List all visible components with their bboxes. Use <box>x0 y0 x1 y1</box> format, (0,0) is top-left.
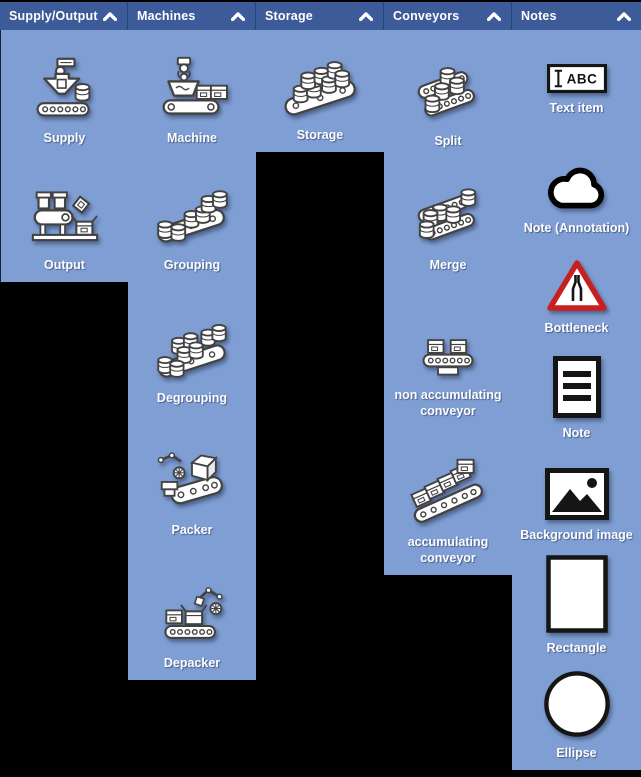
merge-icon <box>409 182 487 250</box>
palette-item-storage[interactable]: Storage <box>256 30 384 152</box>
storage-icon <box>279 52 361 120</box>
note-icon <box>552 355 601 418</box>
abc-text: ABC <box>566 71 597 86</box>
machine-icon <box>154 55 230 123</box>
palette-item-label: Storage <box>296 127 344 142</box>
palette-item-bottleneck[interactable]: Bottleneck <box>512 245 641 345</box>
section-header-notes[interactable]: Notes <box>512 2 641 30</box>
text-item-icon: ABC <box>546 63 607 93</box>
palette-item-label: Output <box>44 257 85 272</box>
supply-icon <box>27 55 103 123</box>
split-icon <box>409 58 487 126</box>
palette-column-conveyors: Conveyors Split <box>384 2 512 777</box>
section-header-supply-output[interactable]: Supply/Output <box>0 2 128 30</box>
chevron-up-icon[interactable] <box>103 11 117 21</box>
palette-item-label: Supply <box>43 130 86 145</box>
palette-item-label: Background image <box>520 527 633 542</box>
rectangle-icon <box>545 555 608 633</box>
palette-item-label: Degrouping <box>156 390 228 405</box>
palette-item-ellipse[interactable]: Ellipse <box>512 665 641 770</box>
section-title: Storage <box>265 9 313 23</box>
palette-item-accumulating-conveyor[interactable]: accumulating conveyor <box>384 428 512 575</box>
palette-item-text-item[interactable]: ABC Text item <box>512 30 641 125</box>
ellipse-icon <box>543 670 611 738</box>
palette-item-split[interactable]: Split <box>384 30 512 158</box>
palette-item-supply[interactable]: Supply <box>1 30 128 155</box>
packer-icon <box>153 449 231 515</box>
palette-item-label: Rectangle <box>546 640 607 655</box>
section-panel: ABC Text item Note (Annotation) <box>512 30 641 770</box>
section-panel: Storage <box>256 30 384 152</box>
palette-item-label: Packer <box>171 522 213 537</box>
palette-item-note-annotation[interactable]: Note (Annotation) <box>512 125 641 245</box>
section-title: Conveyors <box>393 9 460 23</box>
section-title: Machines <box>137 9 196 23</box>
palette-item-label: Merge <box>429 257 467 272</box>
grouping-icon <box>153 182 231 250</box>
palette-item-label: Split <box>434 133 462 148</box>
palette-column-machines: Machines <box>128 2 256 777</box>
palette-item-background-image[interactable]: Background image <box>512 450 641 552</box>
palette-item-grouping[interactable]: Grouping <box>128 155 256 282</box>
palette-item-label: non accumulating conveyor <box>394 387 502 418</box>
chevron-up-icon[interactable] <box>617 11 631 21</box>
palette-item-label: Note (Annotation) <box>523 220 630 235</box>
palette-item-output[interactable]: Output <box>1 155 128 282</box>
palette-item-label: Depacker <box>163 655 221 670</box>
depacker-icon <box>154 582 230 648</box>
note-annotation-icon <box>544 159 610 213</box>
palette-item-label: accumulating conveyor <box>407 534 489 565</box>
chevron-up-icon[interactable] <box>359 11 373 21</box>
palette-item-non-accumulating-conveyor[interactable]: non accumulating conveyor <box>384 282 512 428</box>
palette-item-label: Ellipse <box>556 745 597 760</box>
section-title: Notes <box>521 9 557 23</box>
section-header-storage[interactable]: Storage <box>256 2 384 30</box>
section-panel: Split Merge <box>384 30 512 575</box>
palette-item-label: Note <box>562 425 591 440</box>
palette-item-machine[interactable]: Machine <box>128 30 256 155</box>
output-icon <box>27 182 103 250</box>
section-header-conveyors[interactable]: Conveyors <box>384 2 512 30</box>
palette-item-degrouping[interactable]: Degrouping <box>128 282 256 415</box>
chevron-up-icon[interactable] <box>487 11 501 21</box>
palette-column-notes: Notes ABC Text item <box>512 2 641 777</box>
accumulating-conveyor-icon <box>409 455 487 527</box>
palette-column-supply-output: Supply/Output Supply <box>0 2 128 777</box>
palette-item-rectangle[interactable]: Rectangle <box>512 552 641 665</box>
non-accumulating-conveyor-icon <box>410 322 486 380</box>
palette-item-label: Machine <box>166 130 217 145</box>
palette-column-storage: Storage <box>256 2 384 777</box>
palette-item-label: Text item <box>549 100 604 115</box>
section-header-machines[interactable]: Machines <box>128 2 256 30</box>
palette-item-merge[interactable]: Merge <box>384 158 512 282</box>
degrouping-icon <box>151 317 233 383</box>
palette-item-label: Bottleneck <box>544 320 609 335</box>
palette-item-packer[interactable]: Packer <box>128 415 256 547</box>
chevron-up-icon[interactable] <box>231 11 245 21</box>
background-image-icon <box>544 467 609 520</box>
palette-item-note[interactable]: Note <box>512 345 641 450</box>
bottleneck-icon <box>546 259 607 313</box>
section-panel: Machine <box>128 30 256 680</box>
palette-item-label: Grouping <box>163 257 221 272</box>
palette-item-depacker[interactable]: Depacker <box>128 547 256 680</box>
section-panel: Supply <box>0 30 128 282</box>
section-title: Supply/Output <box>9 9 98 23</box>
